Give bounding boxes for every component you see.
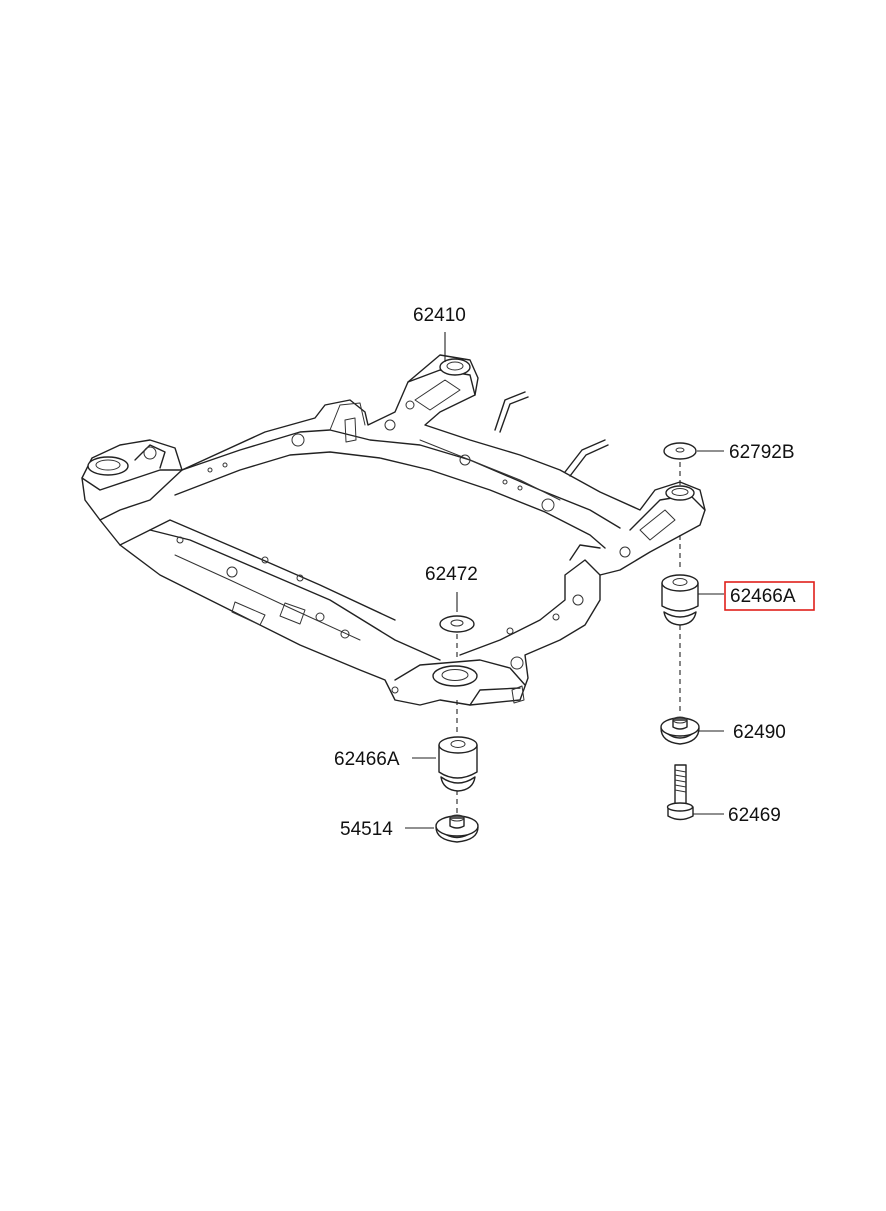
part-label-62466a-left[interactable]: 62466A: [334, 749, 400, 770]
part-label-62472[interactable]: 62472: [425, 564, 478, 585]
washer-54514-drawing: [435, 814, 479, 843]
washer-62472-drawing: [439, 615, 475, 633]
part-label-62469[interactable]: 62469: [728, 805, 781, 826]
part-label-62792b[interactable]: 62792B: [729, 442, 795, 463]
highlight-box: [724, 581, 815, 611]
leader-lines: [405, 332, 724, 829]
part-label-62410[interactable]: 62410: [413, 305, 466, 326]
part-label-62490[interactable]: 62490: [733, 722, 786, 743]
washer-62490-drawing: [660, 716, 700, 745]
bushing-62466a-right-drawing: [661, 574, 699, 626]
bushing-62466a-left-drawing: [438, 736, 478, 792]
washer-62792b-drawing: [663, 442, 697, 460]
part-label-54514[interactable]: 54514: [340, 819, 393, 840]
subframe-crossmember-drawing: [81, 354, 706, 706]
part-label-62466a-right[interactable]: 62466A: [730, 586, 796, 607]
bolt-62469-drawing: [666, 764, 694, 821]
